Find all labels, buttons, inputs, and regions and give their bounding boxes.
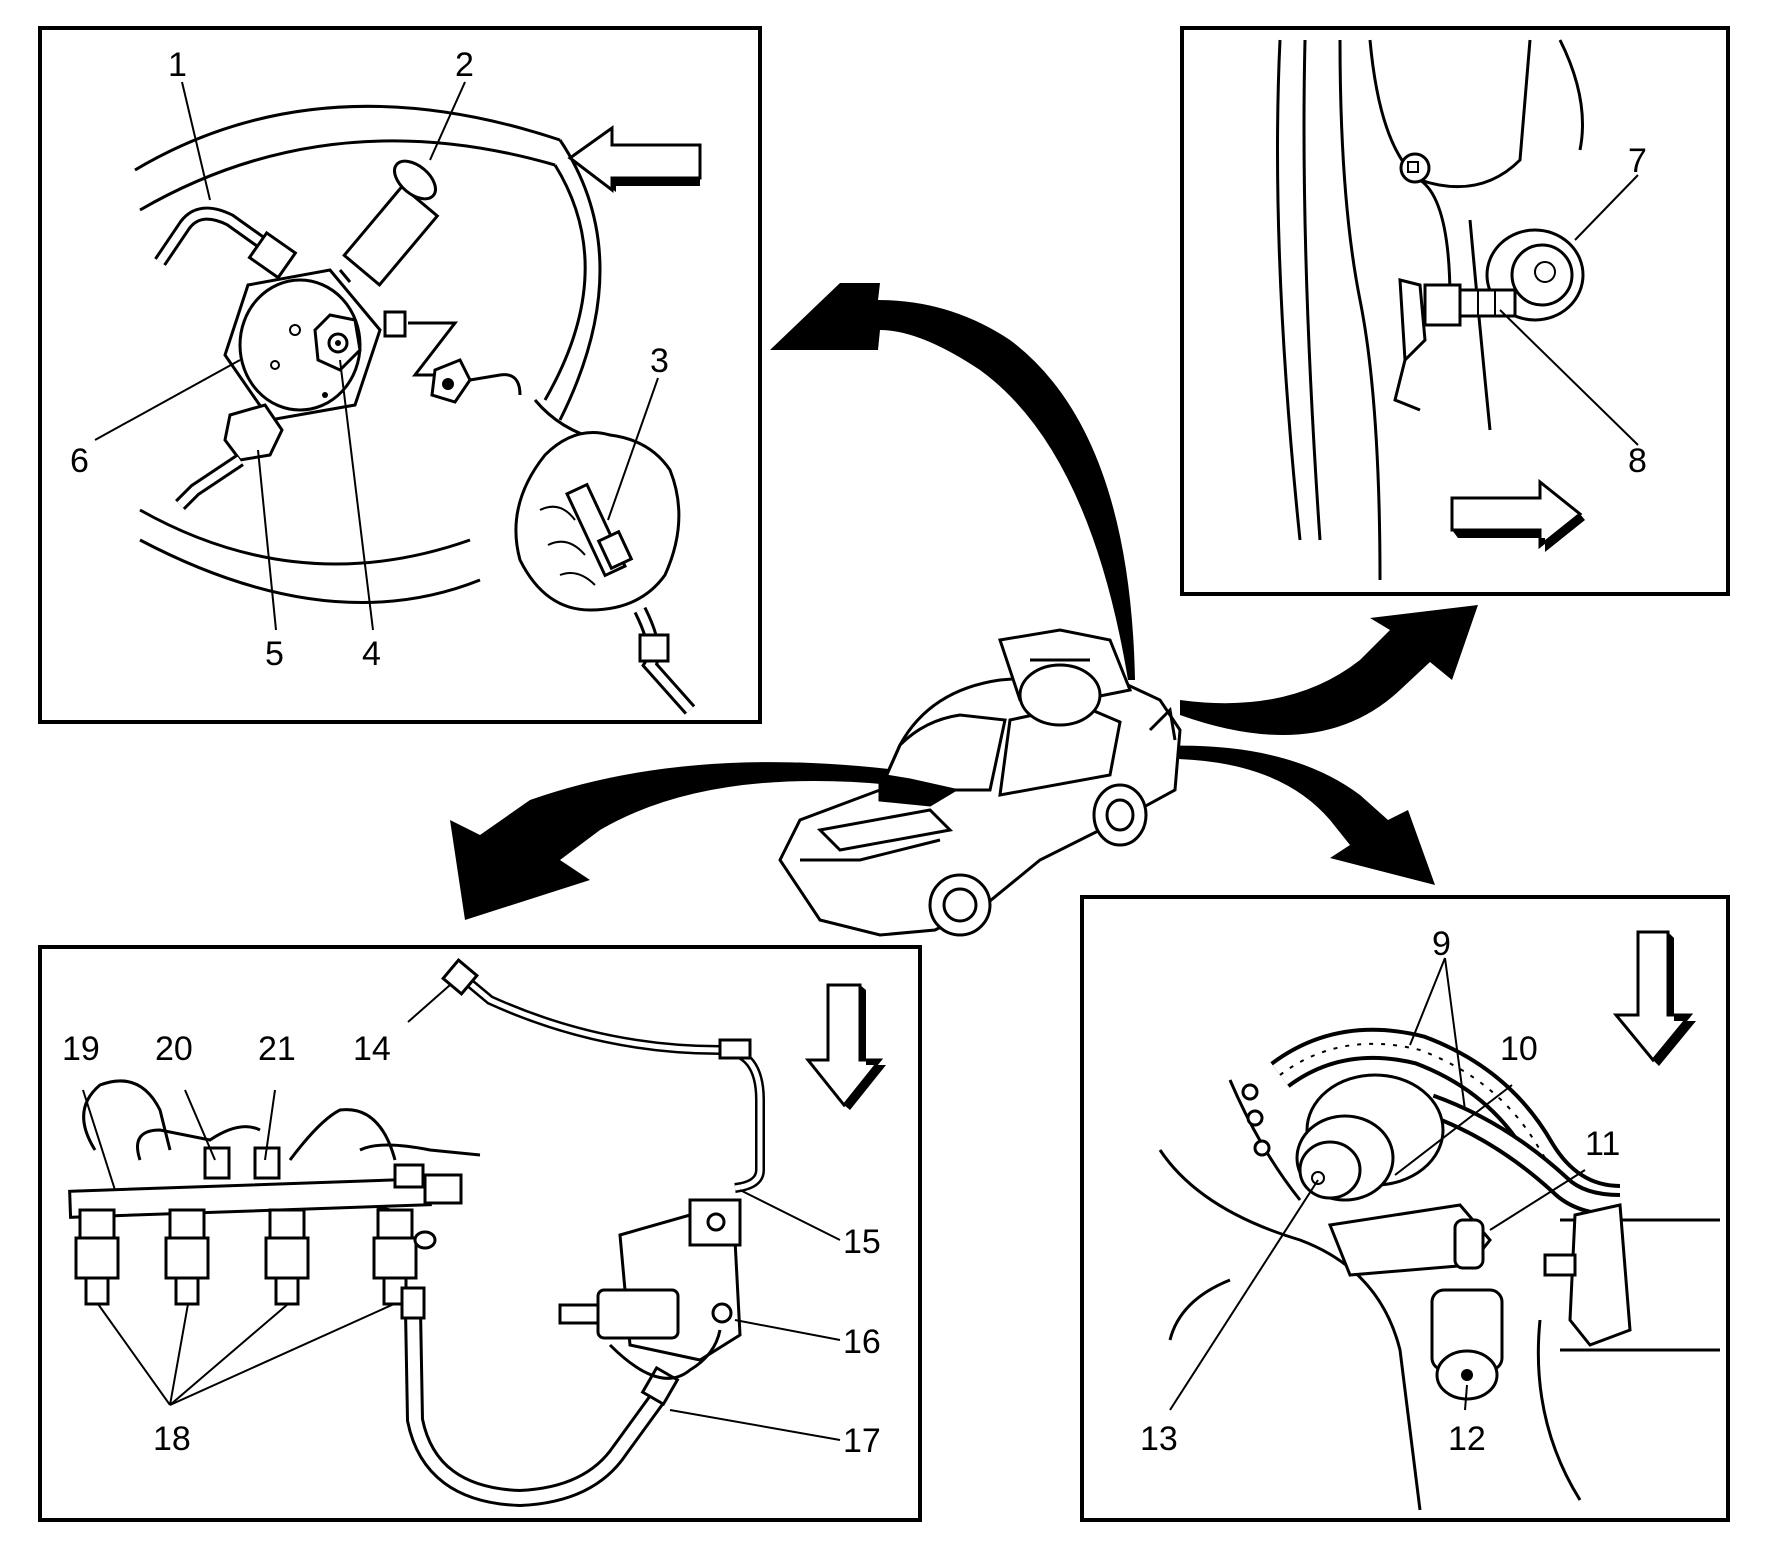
callout-14: 14: [353, 1030, 391, 1068]
multivalve-body: [223, 268, 382, 422]
callout-21: 21: [258, 1030, 296, 1068]
callout-17: 17: [843, 1422, 881, 1460]
callout-20: 20: [155, 1030, 193, 1068]
callout-6: 6: [70, 442, 89, 480]
panel-fuel-rail: 19 20 21 14 15 16 17 18: [38, 945, 922, 1522]
callout-8: 8: [1628, 442, 1647, 480]
callout-4: 4: [362, 635, 381, 673]
pressure-regulator-unit: [558, 1198, 742, 1380]
panel-engine-bay: 9 10 11 12 13: [1080, 895, 1730, 1522]
vehicle-outline: [778, 628, 1182, 937]
pointer-arrows: [450, 283, 1478, 920]
panel-tank-valve: 1 2 3 4 5 6: [38, 26, 762, 724]
hand-holding-fitting: [514, 431, 696, 715]
direction-arrow-down-icon: [804, 983, 886, 1110]
callout-13: 13: [1140, 1420, 1178, 1458]
direction-arrow-right-icon: [1450, 478, 1585, 552]
direction-arrow-left-icon: [567, 125, 702, 194]
callout-15: 15: [843, 1223, 881, 1261]
injectors: [74, 1208, 418, 1306]
callout-9: 9: [1432, 925, 1451, 963]
callout-1: 1: [168, 46, 187, 84]
lock-off-solenoid: [1430, 1218, 1504, 1401]
callout-11: 11: [1585, 1125, 1620, 1163]
callout-18: 18: [153, 1420, 191, 1458]
callout-5: 5: [265, 635, 284, 673]
callout-16: 16: [843, 1323, 881, 1361]
panel-fill-valve: 7 8: [1180, 26, 1730, 596]
callout-3: 3: [650, 342, 669, 380]
callout-10: 10: [1500, 1030, 1538, 1068]
callout-19: 19: [62, 1030, 100, 1068]
direction-arrow-down-icon: [1612, 930, 1696, 1066]
regulator-dome: [1295, 1073, 1445, 1202]
fill-valve: [1423, 228, 1585, 327]
callout-2: 2: [455, 46, 474, 84]
callout-12: 12: [1448, 1420, 1486, 1458]
callout-7: 7: [1628, 142, 1647, 180]
relief-valve: [338, 159, 440, 288]
